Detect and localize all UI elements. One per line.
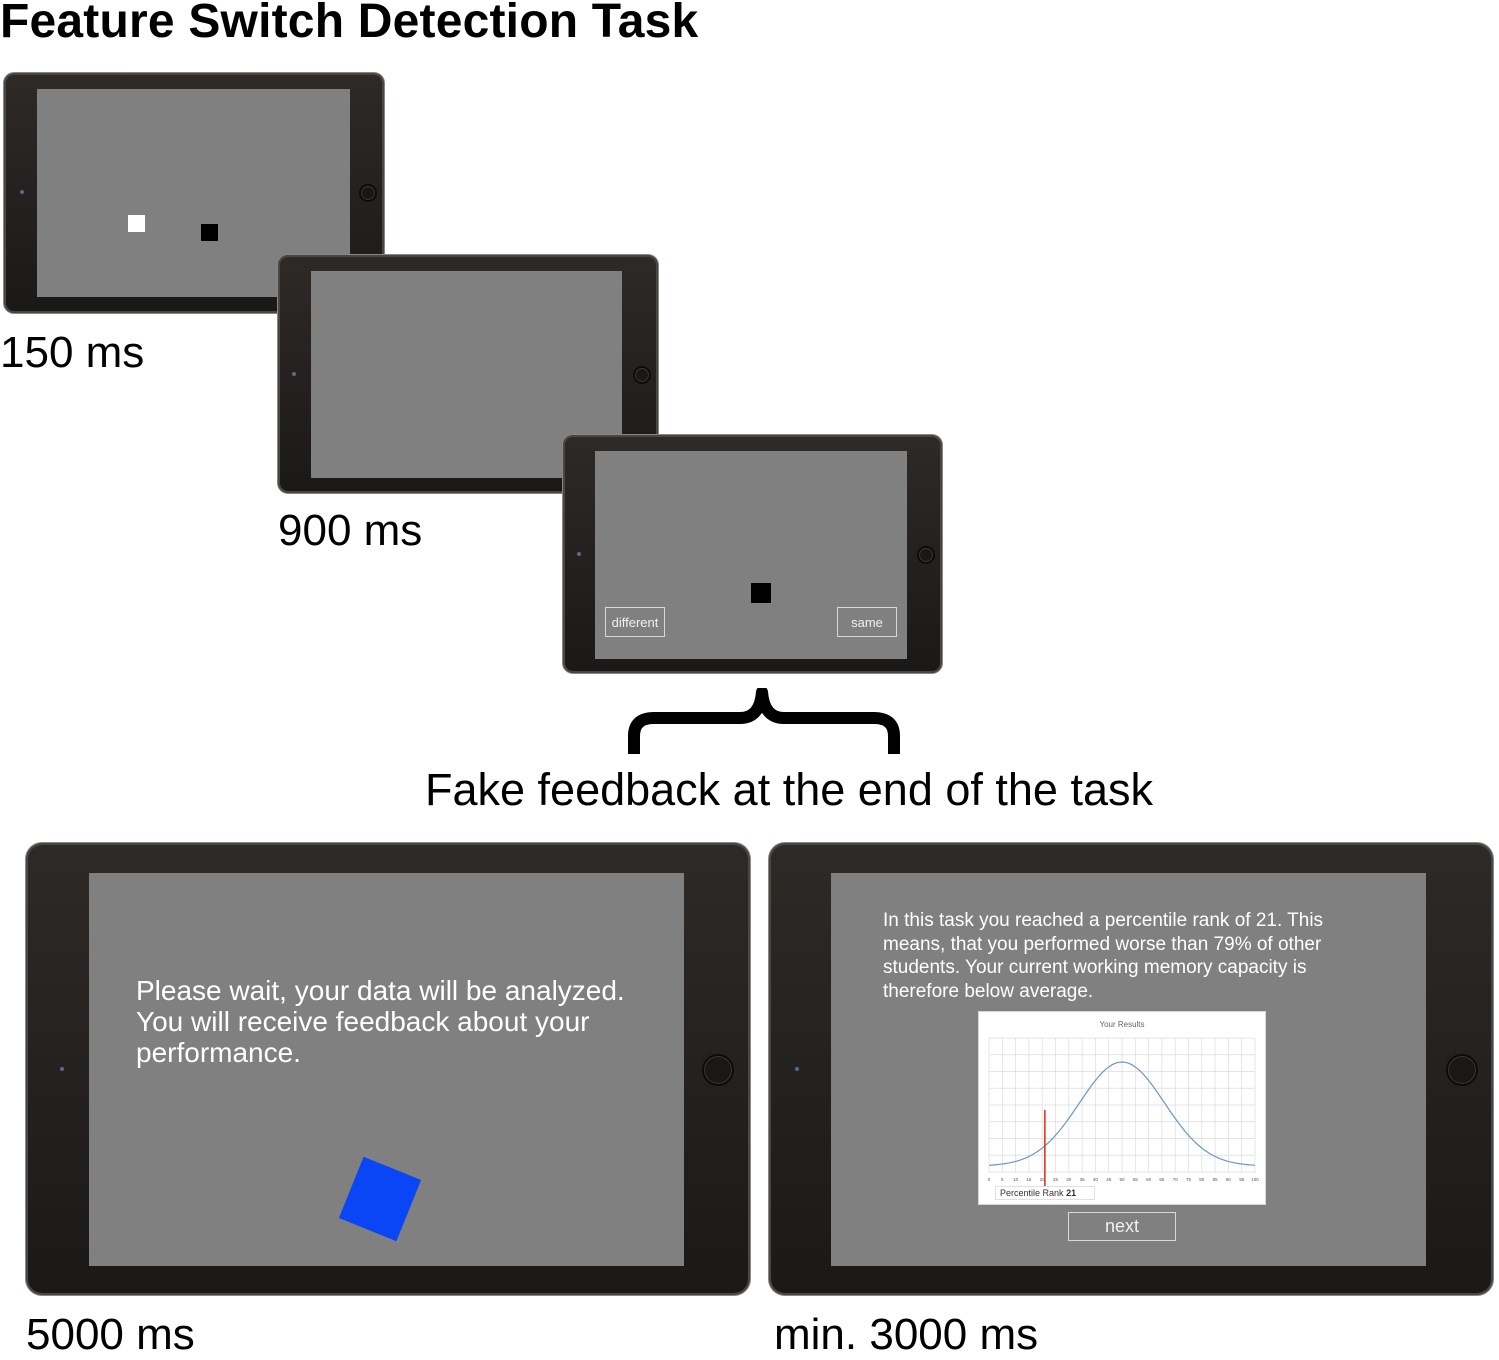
home-button bbox=[1446, 1054, 1478, 1086]
camera bbox=[60, 1067, 64, 1071]
curly-brace bbox=[628, 688, 900, 754]
white-square bbox=[128, 215, 145, 232]
x-tick-label: 55 bbox=[1133, 1177, 1139, 1182]
x-tick-label: 25 bbox=[1053, 1177, 1059, 1182]
rank-label: Percentile Rank 21 bbox=[995, 1186, 1095, 1200]
camera bbox=[20, 190, 24, 194]
different-button[interactable]: different bbox=[605, 607, 665, 637]
x-tick-label: 35 bbox=[1080, 1177, 1086, 1182]
black-square bbox=[751, 583, 771, 603]
distribution-plot: Your Results 0 5 10 15 20 25 30 35 40 45 50 55 60 65 7… bbox=[988, 1020, 1259, 1186]
duration-label: min. 3000 ms bbox=[774, 1310, 1039, 1359]
x-tick-label: 95 bbox=[1239, 1177, 1245, 1182]
distribution-curve bbox=[988, 1061, 1256, 1166]
tablet-screen: different same bbox=[595, 451, 907, 659]
black-square bbox=[201, 224, 218, 241]
next-button[interactable]: next bbox=[1068, 1212, 1176, 1241]
x-tick-label: 30 bbox=[1066, 1177, 1072, 1182]
x-tick-label: 100 bbox=[1251, 1177, 1259, 1182]
home-button bbox=[917, 546, 935, 564]
rank-label-text: Percentile Rank bbox=[1000, 1188, 1064, 1198]
x-tick-label: 45 bbox=[1106, 1177, 1112, 1182]
tablet-test: different same bbox=[563, 435, 942, 673]
x-tick-label: 75 bbox=[1186, 1177, 1192, 1182]
loading-spinner bbox=[338, 1156, 422, 1242]
duration-label: 150 ms bbox=[0, 328, 145, 377]
x-tick-label: 70 bbox=[1173, 1177, 1179, 1182]
x-tick-label: 85 bbox=[1213, 1177, 1219, 1182]
x-tick-label: 65 bbox=[1159, 1177, 1165, 1182]
duration-label: 900 ms bbox=[278, 506, 423, 555]
home-button bbox=[359, 184, 377, 202]
feedback-caption: Fake feedback at the end of the task bbox=[425, 764, 1153, 815]
home-button bbox=[702, 1054, 734, 1086]
result-message: In this task you reached a percentile ra… bbox=[883, 910, 1324, 1002]
tablet-screen: In this task you reached a percentile ra… bbox=[831, 873, 1426, 1266]
x-tick-label: 90 bbox=[1226, 1177, 1232, 1182]
rank-value: 21 bbox=[1066, 1188, 1077, 1198]
figure-title: Feature Switch Detection Task bbox=[0, 0, 699, 48]
x-tick-label: 40 bbox=[1093, 1177, 1099, 1182]
x-tick-label: 15 bbox=[1026, 1177, 1032, 1182]
tablet-screen: Please wait, your data will be analyzed.… bbox=[89, 873, 684, 1266]
x-tick-label: 0 bbox=[988, 1177, 991, 1182]
tablet-results: In this task you reached a percentile ra… bbox=[769, 843, 1493, 1295]
x-tick-label: 80 bbox=[1199, 1177, 1205, 1182]
duration-label: 5000 ms bbox=[26, 1310, 195, 1359]
x-tick-label: 20 bbox=[1040, 1177, 1046, 1182]
x-tick-label: 10 bbox=[1013, 1177, 1019, 1182]
camera bbox=[577, 552, 581, 556]
x-tick-label: 60 bbox=[1146, 1177, 1152, 1182]
tablet-wait: Please wait, your data will be analyzed.… bbox=[26, 843, 750, 1295]
home-button bbox=[633, 366, 651, 384]
x-tick-label: 5 bbox=[1001, 1177, 1004, 1182]
same-button[interactable]: same bbox=[837, 607, 897, 637]
camera bbox=[795, 1067, 799, 1071]
wait-message: Please wait, your data will be analyzed.… bbox=[136, 975, 625, 1068]
chart-title: Your Results bbox=[1099, 1020, 1144, 1029]
x-tick-label: 50 bbox=[1119, 1177, 1125, 1182]
results-chart: Your Results 0 5 10 15 20 25 30 35 40 45 50 55 60 65 7… bbox=[978, 1011, 1266, 1205]
camera bbox=[292, 372, 296, 376]
